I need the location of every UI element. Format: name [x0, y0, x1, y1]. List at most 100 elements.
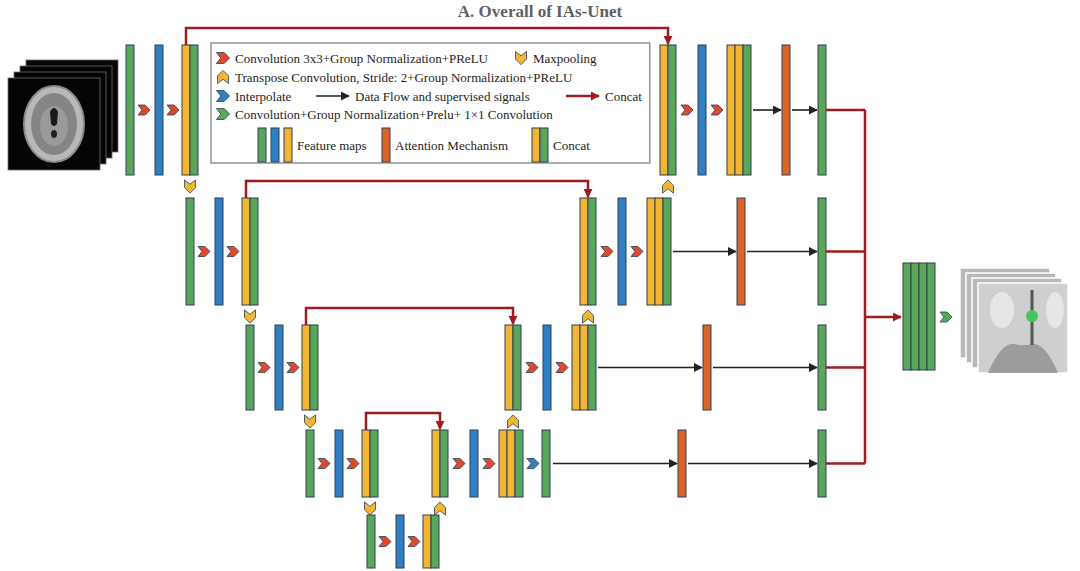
feature-map [190, 45, 198, 175]
operation-chevron [601, 247, 613, 257]
feature-map [396, 515, 404, 568]
operation-chevron [711, 105, 723, 115]
operation-chevron [408, 537, 420, 547]
feature-map [250, 198, 258, 305]
feature-map [246, 325, 254, 410]
feature-map [737, 198, 745, 305]
supervision-line [826, 462, 865, 465]
skip-connection [306, 308, 513, 325]
feature-map [382, 128, 390, 162]
operation-chevron [556, 363, 568, 373]
slice-structure [1046, 292, 1064, 328]
legend [211, 43, 650, 163]
feature-map [588, 325, 596, 410]
feature-map [432, 430, 440, 497]
diagram-title: A. Overall of IAs-Unet [458, 2, 622, 22]
feature-map [919, 263, 927, 370]
legend-label: Data Flow and supervised signals [355, 89, 530, 104]
feature-map [698, 45, 706, 175]
legend-arrow [316, 95, 349, 97]
feature-map [513, 325, 521, 410]
operation-chevron [305, 415, 316, 428]
legend-label: Convolution 3x3+Group Normalization+PReL… [235, 51, 488, 66]
operation-chevron [167, 105, 179, 115]
operation-chevron [483, 459, 495, 469]
operation-chevron [216, 109, 229, 120]
feature-map [655, 198, 663, 305]
feature-map [618, 198, 626, 305]
feature-map [186, 198, 194, 305]
feature-map [818, 430, 826, 497]
operation-chevron [185, 180, 196, 193]
data-flow-arrow [753, 109, 781, 111]
feature-map [911, 263, 919, 370]
legend-arrow [566, 95, 599, 98]
skip-connection [246, 181, 588, 198]
feature-map [743, 45, 751, 175]
operation-chevron [379, 537, 391, 547]
feature-map [540, 128, 548, 162]
feature-map [735, 45, 743, 175]
input-images [8, 60, 118, 170]
feature-map [271, 128, 279, 162]
legend-label: Feature maps [297, 138, 367, 153]
brain-tissue [31, 93, 77, 155]
feature-map [580, 198, 588, 305]
feature-map [678, 430, 686, 497]
feature-map [499, 430, 507, 497]
operation-chevron [198, 247, 210, 257]
feature-map [370, 430, 378, 497]
operation-chevron [347, 459, 359, 469]
slice-structure [990, 292, 1014, 328]
feature-map [515, 430, 523, 497]
feature-map [588, 198, 596, 305]
feature-map [647, 198, 655, 305]
feature-map [182, 45, 190, 175]
legend-label: Interpolate [235, 89, 291, 104]
supervision-line [864, 110, 867, 464]
feature-map [580, 325, 588, 410]
feature-map [542, 430, 550, 497]
data-flow-arrow [792, 109, 817, 111]
data-flow-arrow [598, 367, 702, 369]
supervision-line [826, 366, 865, 369]
operation-chevron [527, 459, 539, 469]
feature-map [215, 198, 223, 305]
operation-chevron [227, 247, 239, 257]
feature-map [155, 45, 163, 175]
mri-slice [8, 78, 100, 170]
operation-chevron [287, 363, 299, 373]
feature-map [470, 430, 478, 497]
feature-map [275, 325, 283, 410]
data-flow-arrow [713, 367, 817, 369]
operation-chevron [681, 105, 693, 115]
operation-chevron [453, 459, 465, 469]
feature-map [310, 325, 318, 410]
feature-map [367, 515, 375, 568]
feature-map [505, 325, 513, 410]
operation-chevron [216, 91, 229, 102]
operation-chevron [526, 363, 538, 373]
supervision-line [826, 109, 865, 112]
operation-chevron [663, 180, 674, 193]
operation-chevron [583, 310, 594, 323]
operation-chevron [365, 502, 376, 515]
feature-map [703, 325, 711, 410]
brain-tissue [40, 106, 68, 146]
operation-chevron [138, 105, 150, 115]
feature-map [362, 430, 370, 497]
feature-map [818, 325, 826, 410]
feature-map [543, 325, 551, 410]
feature-map [306, 430, 314, 497]
feature-map [284, 128, 292, 162]
operation-chevron [508, 415, 519, 428]
legend-label: Concat [553, 138, 590, 153]
feature-map [532, 128, 540, 162]
skip-connection [366, 413, 440, 430]
feature-map [668, 45, 676, 175]
operation-chevron [216, 53, 229, 64]
feature-map [818, 198, 826, 305]
legend-icons [216, 51, 599, 162]
